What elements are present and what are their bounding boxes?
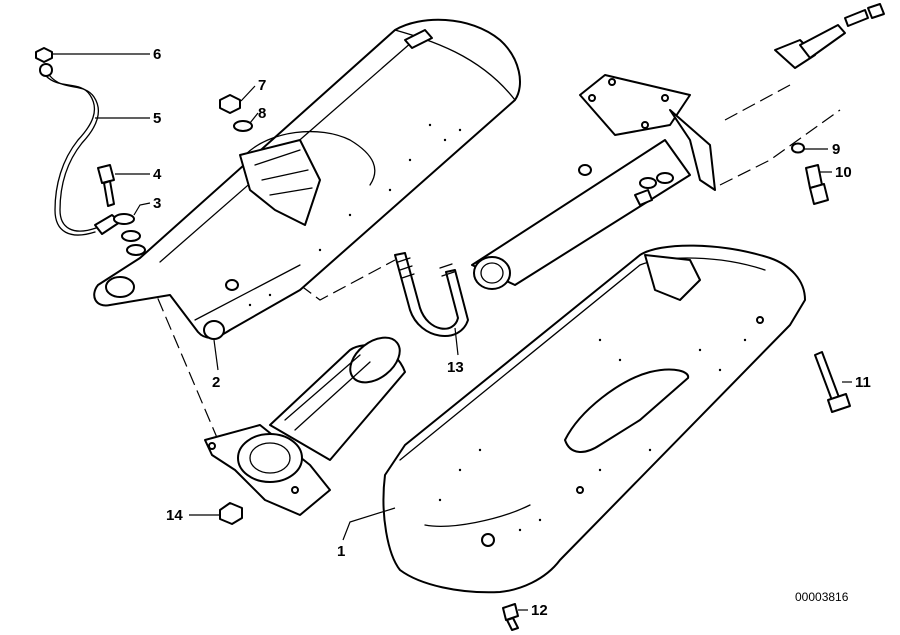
hardware-top-middle bbox=[219, 94, 253, 132]
screw-bottom bbox=[502, 603, 519, 631]
callout-9: 9 bbox=[832, 141, 840, 158]
reference-code: 00003816 bbox=[795, 590, 849, 604]
callout-8: 8 bbox=[258, 105, 266, 122]
callout-12: 12 bbox=[531, 602, 548, 619]
callout-6: 6 bbox=[153, 46, 161, 63]
surface-texture bbox=[248, 123, 747, 532]
nut-bottom bbox=[219, 502, 243, 525]
callout-2: 2 bbox=[212, 374, 220, 391]
hardware-left bbox=[35, 47, 146, 256]
lower-cover bbox=[382, 244, 806, 594]
callout-4: 4 bbox=[153, 166, 162, 183]
hardware-right bbox=[791, 142, 829, 205]
pivot-pin bbox=[774, 3, 885, 69]
lower-sleeve bbox=[204, 336, 406, 516]
inner-tube bbox=[471, 139, 691, 290]
callout-labels: 6 5 4 3 7 8 2 13 9 10 11 12 14 1 0000381… bbox=[153, 46, 871, 619]
callout-1: 1 bbox=[337, 543, 345, 560]
long-bolt bbox=[814, 351, 851, 413]
callout-14: 14 bbox=[166, 507, 183, 524]
callout-3: 3 bbox=[153, 195, 161, 212]
upper-casing bbox=[93, 18, 521, 340]
callout-13: 13 bbox=[447, 359, 464, 376]
leader-lines bbox=[52, 53, 852, 611]
callout-10: 10 bbox=[835, 164, 852, 181]
callout-7: 7 bbox=[258, 77, 266, 94]
callout-11: 11 bbox=[855, 374, 871, 391]
callout-5: 5 bbox=[153, 110, 161, 127]
ground-cable bbox=[39, 63, 121, 236]
mounting-bracket bbox=[579, 74, 716, 206]
u-bolt bbox=[394, 252, 469, 337]
